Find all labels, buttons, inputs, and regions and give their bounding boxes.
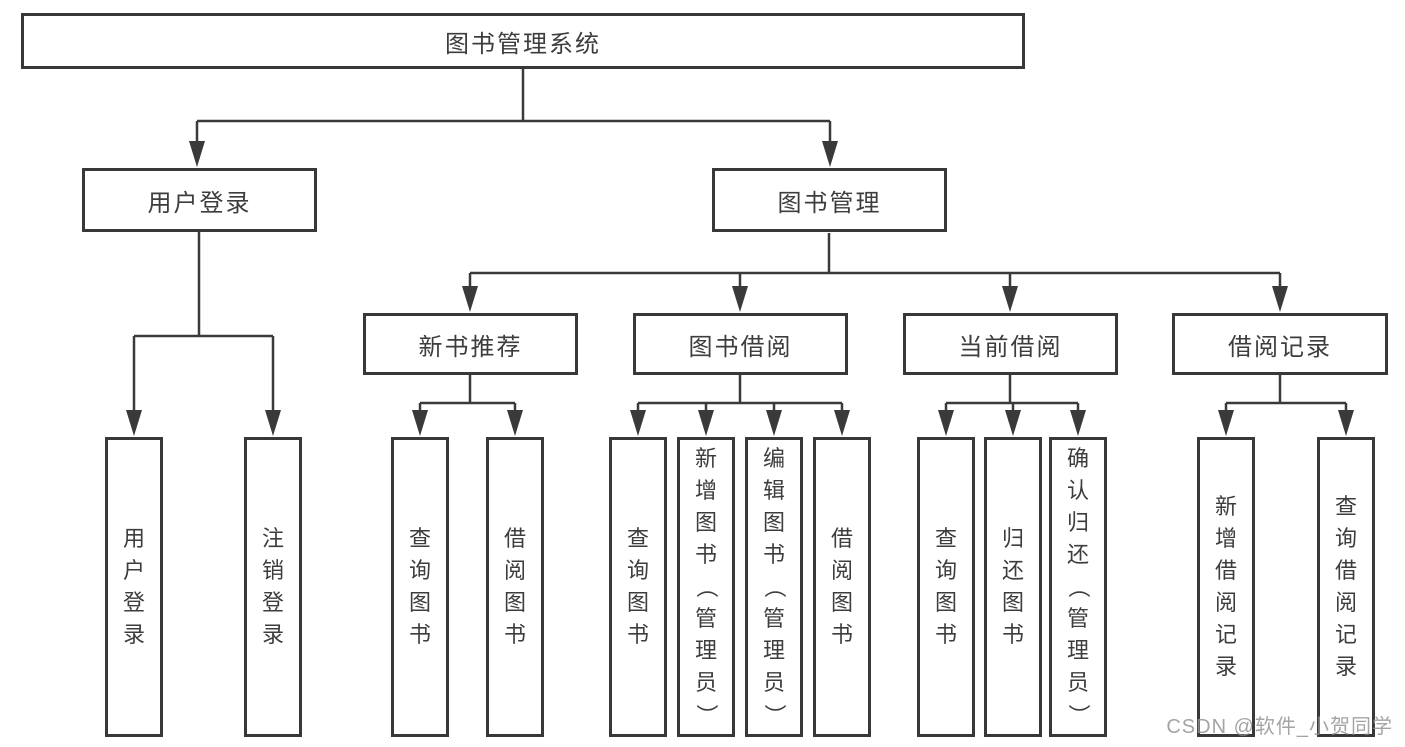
node-return-books: 归还图书 xyxy=(984,437,1042,737)
leaf-label: 查询图书 xyxy=(934,526,957,647)
node-user-login-leaf: 用户登录 xyxy=(105,437,163,737)
leaf-label: 查询图书 xyxy=(408,526,431,647)
node-borrowing-records: 借阅记录 xyxy=(1172,313,1388,375)
node-logout-leaf: 注销登录 xyxy=(244,437,302,737)
leaf-label: 确认归还（管理员） xyxy=(1066,446,1091,726)
node-query-books-recommend: 查询图书 xyxy=(391,437,449,737)
leaf-label: 查询借阅记录 xyxy=(1334,494,1357,679)
leaf-label: 注销登录 xyxy=(261,526,284,647)
leaf-label: 编辑图书（管理员） xyxy=(762,446,787,726)
leaf-label: 新增图书（管理员） xyxy=(694,446,719,726)
node-add-books-admin: 新增图书（管理员） xyxy=(677,437,735,737)
node-new-book-recommendation: 新书推荐 xyxy=(363,313,578,375)
arrow-down-icons xyxy=(126,141,1354,436)
node-current-borrowing: 当前借阅 xyxy=(903,313,1118,375)
node-query-borrow-record: 查询借阅记录 xyxy=(1317,437,1375,737)
node-book-borrowing: 图书借阅 xyxy=(633,313,848,375)
leaf-label: 用户登录 xyxy=(122,526,145,647)
node-book-management: 图书管理 xyxy=(712,168,947,232)
node-confirm-return-admin: 确认归还（管理员） xyxy=(1049,437,1107,737)
leaf-label: 借阅图书 xyxy=(503,526,526,647)
watermark: CSDN @软件_小贺同学 xyxy=(1166,716,1393,738)
leaf-label: 新增借阅记录 xyxy=(1214,494,1237,679)
leaf-label: 借阅图书 xyxy=(830,526,853,647)
node-query-books-current: 查询图书 xyxy=(917,437,975,737)
node-edit-books-admin: 编辑图书（管理员） xyxy=(745,437,803,737)
node-add-borrow-record: 新增借阅记录 xyxy=(1197,437,1255,737)
leaf-label: 查询图书 xyxy=(626,526,649,647)
node-library-system-root: 图书管理系统 xyxy=(21,13,1025,69)
node-query-books-borrowing: 查询图书 xyxy=(609,437,667,737)
node-borrow-books-recommend: 借阅图书 xyxy=(486,437,544,737)
node-borrow-books-leaf: 借阅图书 xyxy=(813,437,871,737)
node-user-login: 用户登录 xyxy=(82,168,317,232)
leaf-label: 归还图书 xyxy=(1001,526,1024,647)
